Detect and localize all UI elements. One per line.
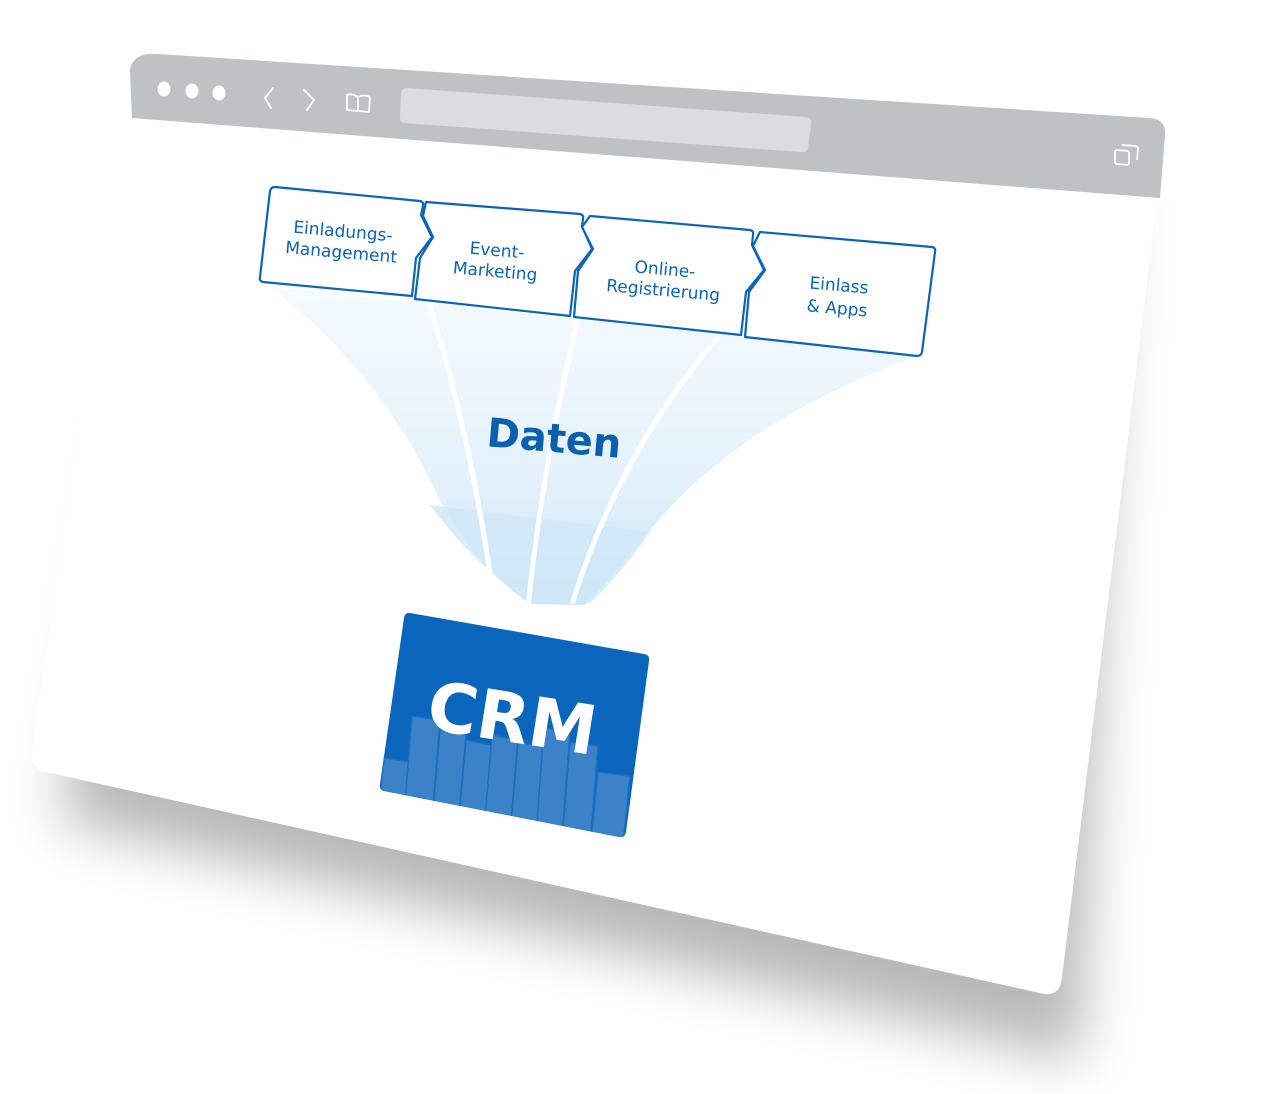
- funnel-diagram: Einladungs- Management Event- Marketing …: [258, 185, 937, 838]
- address-bar[interactable]: [399, 88, 812, 153]
- tabs-overview-icon[interactable]: [1114, 144, 1139, 166]
- stage-box-3: [572, 214, 766, 337]
- crm-box: CRM: [379, 612, 650, 838]
- stage-label-3: Online- Registrierung: [605, 257, 720, 305]
- svg-text:Event-: Event-: [469, 239, 525, 264]
- stage-box-1: [258, 185, 434, 298]
- chevron-left-icon[interactable]: [263, 87, 274, 109]
- open-book-icon[interactable]: [346, 93, 371, 113]
- minimize-dot[interactable]: [185, 83, 199, 99]
- funnel-separators: [425, 299, 722, 607]
- stage-box-4: [743, 230, 937, 358]
- data-funnel: [270, 287, 920, 605]
- stage-box-2: [413, 200, 594, 318]
- zoom-dot[interactable]: [212, 85, 226, 101]
- process-stages: [258, 185, 937, 358]
- chevron-right-icon[interactable]: [303, 89, 316, 111]
- stage-label-2: Event- Marketing: [452, 239, 538, 286]
- window-controls[interactable]: [157, 81, 226, 101]
- close-dot[interactable]: [157, 81, 171, 97]
